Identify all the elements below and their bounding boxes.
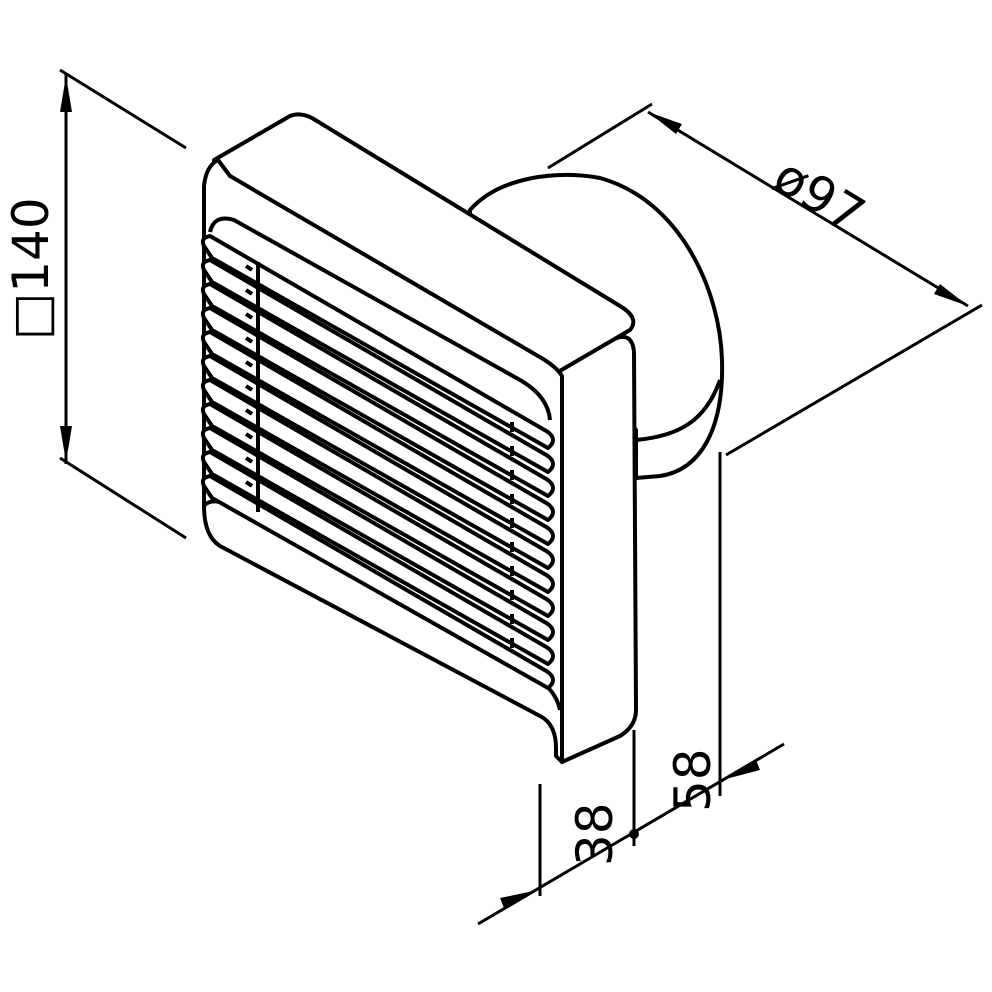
height-label: □140 [2, 197, 60, 340]
depth-dimension-dot [629, 829, 639, 839]
diameter-dimension [547, 102, 983, 457]
louvre-slat [200, 474, 555, 690]
louvre-slat [200, 306, 555, 522]
louvre-slat [200, 258, 555, 474]
diameter-label: ø97 [764, 147, 875, 245]
louvre-slat [200, 282, 555, 498]
louvres [200, 234, 555, 690]
diameter-extension-line-top [547, 102, 653, 170]
louvre-slat [200, 378, 555, 594]
depth-dimensions [477, 452, 785, 926]
depth-back-label: 58 [664, 748, 722, 812]
louvre-slat [200, 354, 555, 570]
depth-arrow-front [500, 890, 538, 908]
fan-spigot-edge [635, 379, 722, 442]
height-dimension [59, 68, 187, 540]
depth-arrow-back [722, 760, 760, 780]
height-arrow-top [60, 76, 72, 112]
diameter-arrow-bottom [934, 284, 968, 306]
fan-cap-inner-edge [208, 216, 552, 421]
depth-front-label: 38 [566, 802, 624, 866]
height-arrow-bottom [60, 426, 72, 462]
diameter-extension-line-bottom [725, 303, 983, 457]
louvre-slat [200, 426, 555, 642]
louvre-slat [200, 450, 555, 666]
height-extension-line-bottom [59, 456, 187, 540]
diameter-dimension-line [647, 110, 969, 308]
height-extension-line-top [59, 68, 187, 150]
diameter-arrow-top [648, 112, 682, 134]
louvre-slat [200, 234, 555, 450]
louvre-tips-left [244, 264, 254, 488]
louvre-slat [200, 330, 555, 546]
louvre-slat [200, 402, 555, 618]
